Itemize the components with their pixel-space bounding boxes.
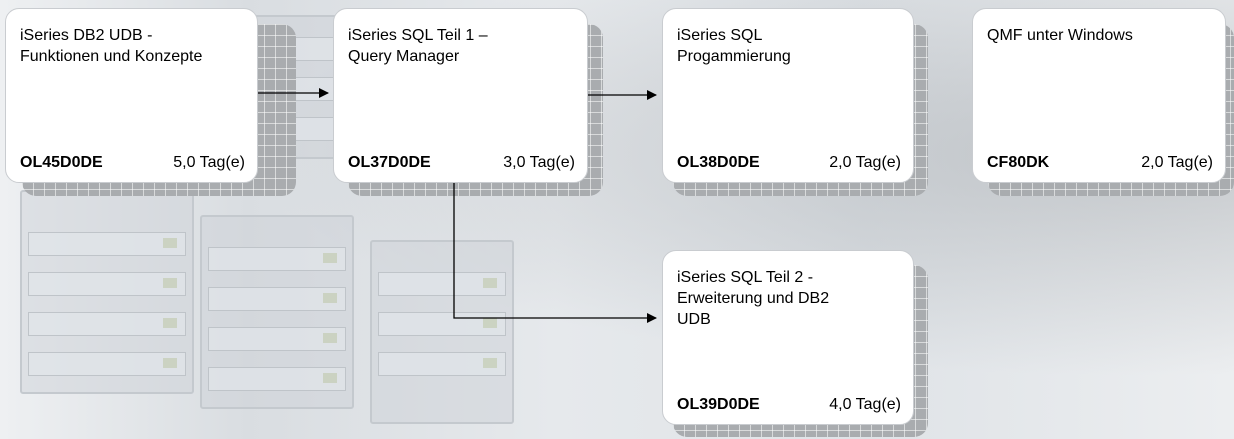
rack-shape [200, 215, 354, 409]
course-title: QMF unter Windows [987, 27, 1133, 44]
course-code: OL37D0DE [348, 154, 431, 171]
course-box-cf80dk: QMF unter Windows CF80DK 2,0 Tag(e) [972, 8, 1226, 183]
course-code: OL38D0DE [677, 154, 760, 171]
arrow-c2-c5 [453, 178, 657, 323]
course-box-ol37d0de: iSeries SQL Teil 1 – Query Manager OL37D… [333, 8, 588, 183]
course-box-ol38d0de: iSeries SQL Progammierung OL38D0DE 2,0 T… [662, 8, 914, 183]
course-code: CF80DK [987, 154, 1050, 171]
course-duration: 3,0 Tag(e) [503, 154, 575, 171]
course-duration: 2,0 Tag(e) [829, 154, 901, 171]
course-title: iSeries DB2 UDB - Funktionen und Konzept… [20, 27, 203, 65]
rack-shape [370, 240, 514, 424]
course-code: OL45D0DE [20, 154, 103, 171]
course-title: iSeries SQL Progammierung [677, 27, 791, 65]
course-title: iSeries SQL Teil 1 – Query Manager [348, 27, 488, 65]
course-duration: 2,0 Tag(e) [1141, 154, 1213, 171]
course-box-ol45d0de: iSeries DB2 UDB - Funktionen und Konzept… [5, 8, 258, 183]
course-duration: 5,0 Tag(e) [173, 154, 245, 171]
course-box-ol39d0de: iSeries SQL Teil 2 - Erweiterung und DB2… [662, 250, 914, 425]
rack-shape [20, 190, 194, 394]
course-title: iSeries SQL Teil 2 - Erweiterung und DB2… [677, 269, 830, 328]
course-duration: 4,0 Tag(e) [829, 396, 901, 413]
course-code: OL39D0DE [677, 396, 760, 413]
